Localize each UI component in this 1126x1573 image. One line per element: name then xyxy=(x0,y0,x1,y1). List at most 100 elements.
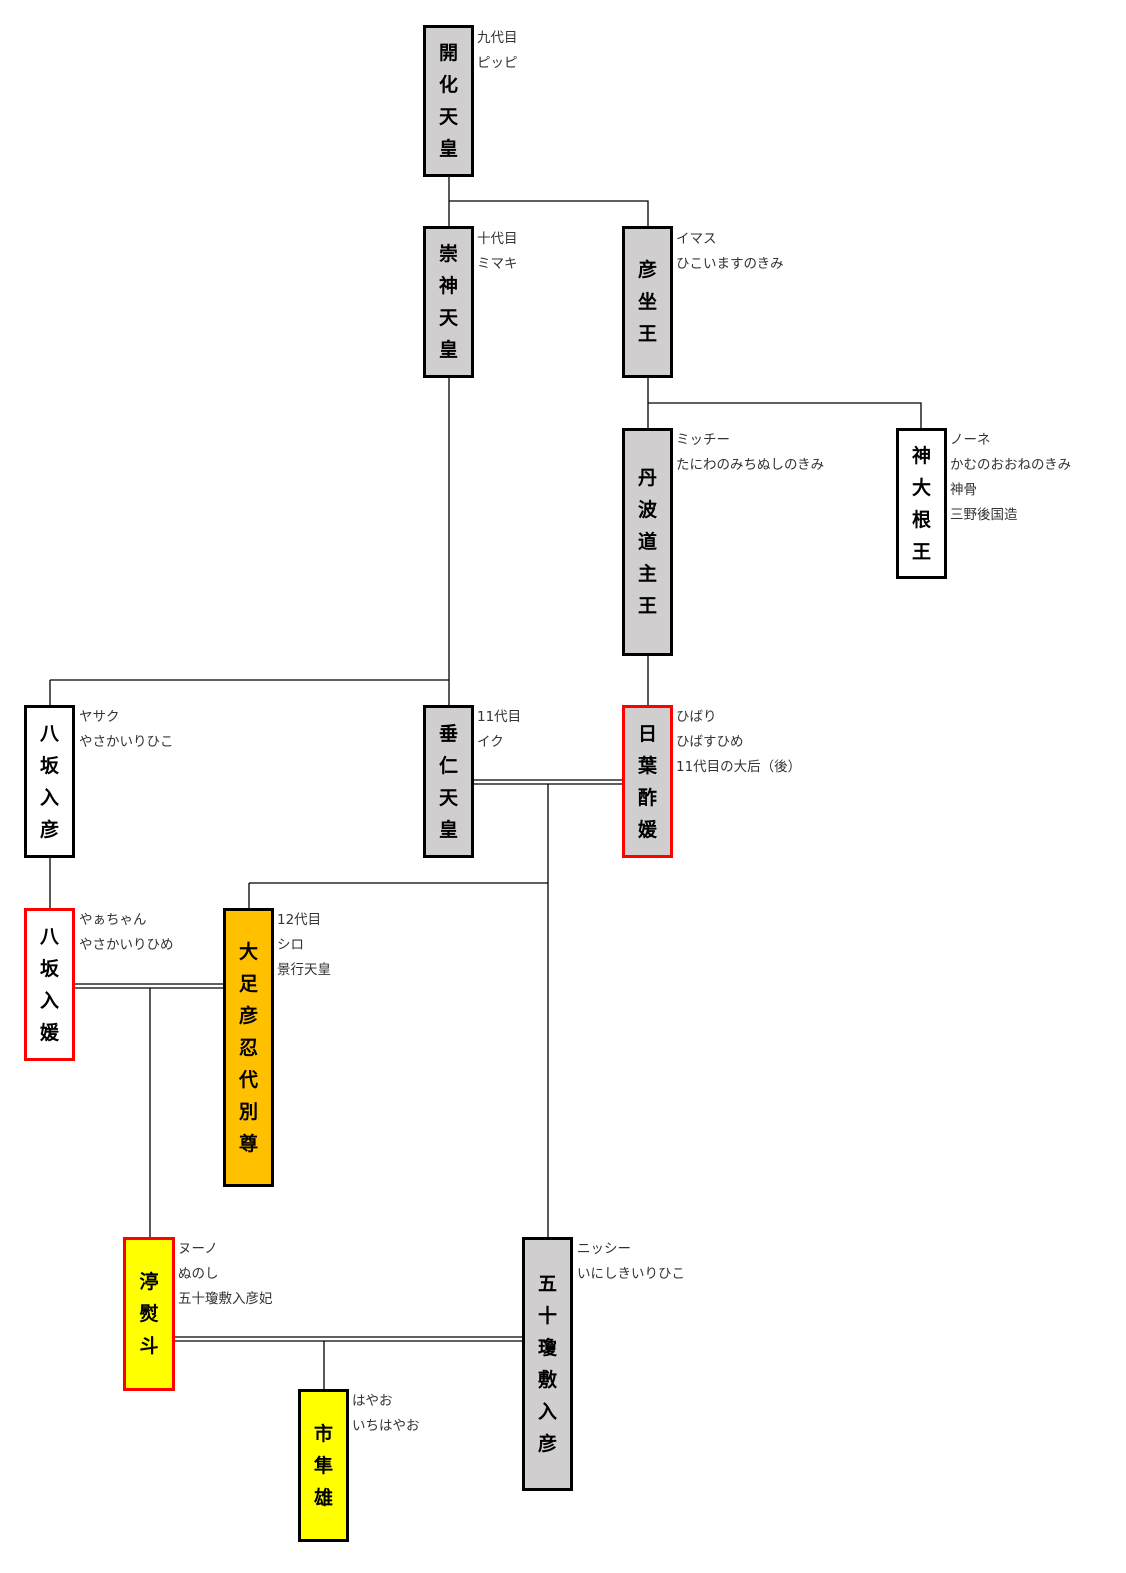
person-notes-yasakairihime: やぁちゃんやさかいりひめ xyxy=(79,908,174,958)
person-notes-yasakairihiko: ヤサクやさかいりひこ xyxy=(79,705,174,755)
person-box-kaika[interactable]: 開化天皇開化天皇 xyxy=(423,25,474,177)
person-box-tanba[interactable]: 丹波道主王丹波道主王 xyxy=(622,428,673,656)
person-name-char: 葉 xyxy=(637,754,657,777)
person-name-char: 尊 xyxy=(238,1132,258,1155)
person-note-line: やさかいりひこ xyxy=(79,734,174,750)
line-kaika-children xyxy=(448,176,649,227)
person-name-char: 天 xyxy=(438,106,458,128)
person-note-line: イク xyxy=(477,734,504,750)
person-name-char: 波 xyxy=(637,499,657,521)
person-name-char: 王 xyxy=(637,595,657,617)
person-note-line: 九代目 xyxy=(477,30,518,46)
person-name-char: 別 xyxy=(238,1100,258,1123)
person-name-char: 足 xyxy=(238,972,258,995)
person-name-char: 大 xyxy=(238,940,258,963)
person-note-line: ヌーノ xyxy=(178,1241,218,1257)
person-name-char: 日 xyxy=(637,722,657,745)
person-note-line: 11代目 xyxy=(477,709,522,725)
person-name-char: 隼 xyxy=(313,1454,333,1477)
person-name-char: 神 xyxy=(438,275,458,297)
person-box-ichihayao[interactable]: 市隼雄市隼雄 xyxy=(298,1389,349,1542)
person-note-line: 十代目 xyxy=(477,231,518,247)
person-notes-inishiki: ニッシーいにしきいりひこ xyxy=(577,1237,685,1287)
person-note-line: ぬのし xyxy=(178,1266,219,1282)
person-box-sujin[interactable]: 崇神天皇崇神天皇 xyxy=(423,226,474,378)
person-notes-keiko: 12代目シロ景行天皇 xyxy=(277,908,331,983)
person-name-char: 垂 xyxy=(438,722,458,745)
person-name-char: 王 xyxy=(911,540,931,563)
person-box-suinin[interactable]: 垂仁天皇垂仁天皇 xyxy=(423,705,474,858)
person-box-hikoimasu[interactable]: 彦坐王彦坐王 xyxy=(622,226,673,378)
person-name-char: 彦 xyxy=(537,1433,557,1455)
person-box-yasakairihiko[interactable]: 八坂入彦八坂入彦 xyxy=(24,705,75,858)
person-box-hibasu[interactable]: 日葉酢媛日葉酢媛 xyxy=(622,705,673,858)
person-name-char: 媛 xyxy=(39,1021,59,1044)
person-name-char: 五 xyxy=(537,1273,557,1295)
person-name-char: 皇 xyxy=(438,138,458,160)
person-name-char: 坂 xyxy=(39,957,59,980)
person-note-line: シロ xyxy=(277,937,304,953)
person-box-nunoshi[interactable]: 渟熨斗渟熨斗 xyxy=(123,1237,175,1391)
person-box-keiko[interactable]: 大足彦忍代別尊大足彦忍代別尊 xyxy=(223,908,274,1187)
person-note-line: 三野後国造 xyxy=(950,507,1018,523)
person-name-char: 王 xyxy=(637,323,657,345)
person-note-line: ミマキ xyxy=(477,256,518,272)
person-note-line: やさかいりひめ xyxy=(79,937,174,953)
person-notes-kaika: 九代目ピッピ xyxy=(477,26,518,76)
person-name-char: 坐 xyxy=(637,291,657,313)
person-note-line: 12代目 xyxy=(277,912,322,928)
line-sujin-children xyxy=(49,377,450,706)
person-name-char: 瓊 xyxy=(537,1337,557,1359)
person-note-line: イマス xyxy=(676,231,717,247)
person-box-inishiki[interactable]: 五十瓊敷入彦五十瓊敷入彦 xyxy=(522,1237,573,1491)
person-name-char: 熨 xyxy=(139,1303,159,1325)
person-name-char: 彦 xyxy=(238,1004,258,1027)
person-note-line: 神骨 xyxy=(950,482,977,498)
person-note-line: 11代目の大后（後） xyxy=(676,759,802,775)
person-name-char: 天 xyxy=(438,307,458,329)
person-name-char: 渟 xyxy=(139,1271,159,1293)
person-name-char: 皇 xyxy=(438,818,458,841)
person-notes-ichihayao: はやおいちはやお xyxy=(352,1389,420,1439)
person-name-char: 化 xyxy=(438,74,458,96)
person-name-char: 八 xyxy=(39,722,59,745)
person-name-char: 崇 xyxy=(438,243,458,265)
person-name-char: 根 xyxy=(911,508,931,531)
person-note-line: かむのおおねのきみ xyxy=(950,457,1072,473)
person-name-char: 仁 xyxy=(438,754,458,777)
person-name-char: 開 xyxy=(438,42,458,64)
person-note-line: ミッチー xyxy=(676,432,730,448)
person-box-kamuoone[interactable]: 神大根王神大根王 xyxy=(896,428,947,579)
person-box-yasakairihime[interactable]: 八坂入媛八坂入媛 xyxy=(24,908,75,1061)
person-notes-hikoimasu: イマスひこいますのきみ xyxy=(676,227,784,277)
person-name-char: 彦 xyxy=(39,818,59,841)
person-name-char: 十 xyxy=(537,1305,557,1327)
person-name-char: 神 xyxy=(911,444,931,467)
person-notes-tanba: ミッチーたにわのみちぬしのきみ xyxy=(676,428,824,478)
person-name-char: 彦 xyxy=(637,259,657,281)
person-name-char: 八 xyxy=(39,925,59,948)
person-name-char: 雄 xyxy=(313,1486,333,1509)
person-name-char: 主 xyxy=(637,563,657,585)
person-note-line: ひばすひめ xyxy=(676,734,744,750)
person-note-line: ノーネ xyxy=(950,432,991,448)
person-name-char: 入 xyxy=(537,1401,557,1423)
person-name-char: 媛 xyxy=(637,818,657,841)
person-name-char: 道 xyxy=(637,531,657,553)
person-note-line: たにわのみちぬしのきみ xyxy=(676,457,825,473)
person-name-char: 代 xyxy=(238,1068,258,1091)
person-name-char: 酢 xyxy=(637,786,657,809)
person-name-char: 入 xyxy=(39,989,59,1012)
person-name-char: 皇 xyxy=(438,339,458,361)
marriage-nunoshi-inishiki xyxy=(174,1336,523,1342)
person-name-char: 坂 xyxy=(39,754,59,777)
person-note-line: やぁちゃん xyxy=(79,912,147,928)
person-name-char: 大 xyxy=(911,476,931,499)
line-hikoimasu-children xyxy=(647,377,922,429)
person-name-char: 天 xyxy=(438,786,458,809)
person-note-line: いちはやお xyxy=(352,1418,420,1434)
marriage-keiko-yasakairihime xyxy=(74,983,224,989)
person-note-line: はやお xyxy=(352,1393,393,1409)
person-note-line: 景行天皇 xyxy=(277,962,331,978)
